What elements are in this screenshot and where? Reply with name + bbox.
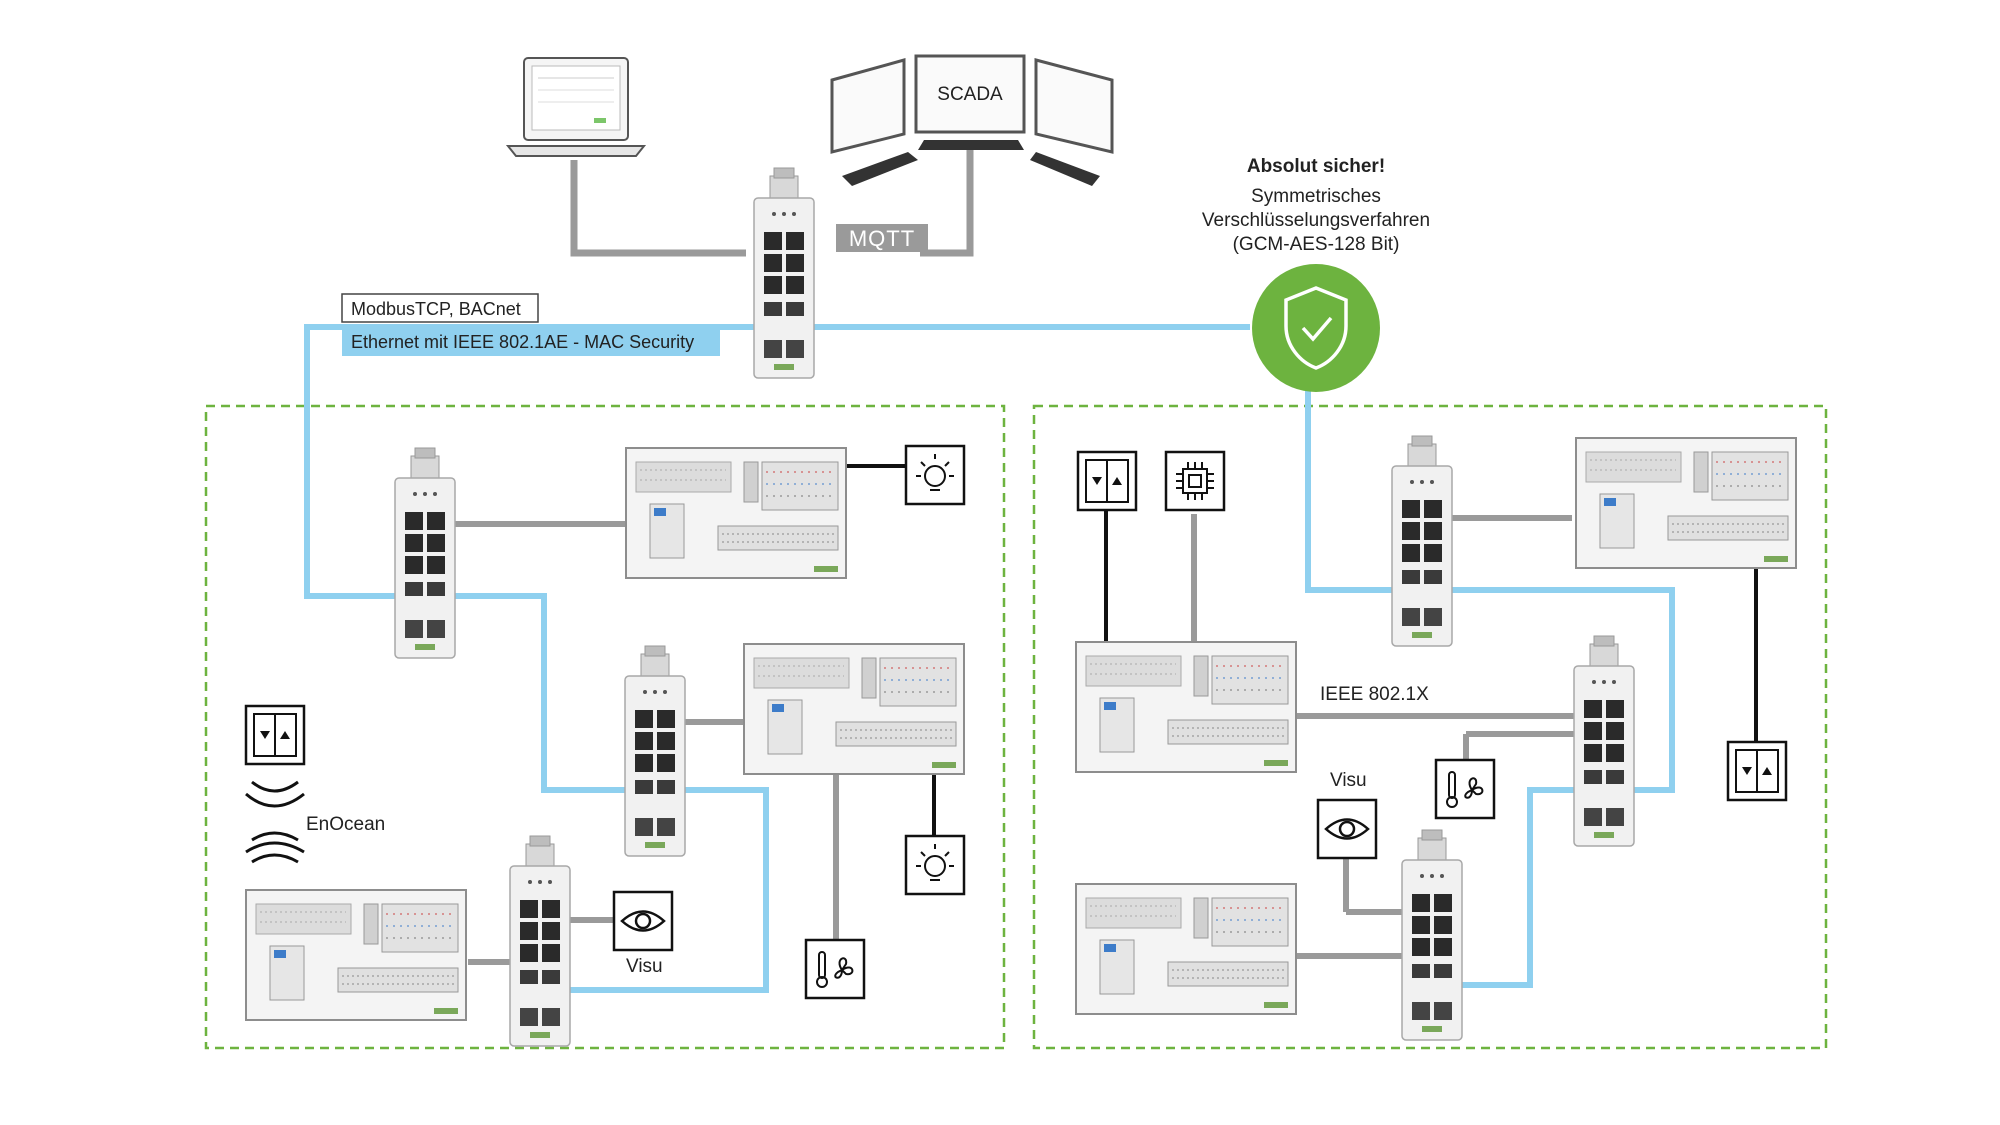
chip-icon bbox=[1164, 450, 1226, 512]
switch-left-1 bbox=[394, 447, 456, 659]
zone-right bbox=[1032, 404, 1828, 1050]
controller-cabinet-2 bbox=[743, 643, 965, 775]
switch-right-1 bbox=[1391, 435, 1453, 647]
security-line-1: Symmetrisches bbox=[1251, 186, 1381, 207]
ethernet-label: Ethernet mit IEEE 802.1AE - MAC Security bbox=[351, 332, 694, 352]
switch-left-2 bbox=[624, 645, 686, 857]
switch-right-2 bbox=[1573, 635, 1635, 847]
scada-workstation: SCADA bbox=[830, 54, 1114, 186]
eye-icon bbox=[1316, 798, 1378, 860]
security-title: Absolut sicher! bbox=[1247, 156, 1385, 177]
ieee-8021x-label: IEEE 802.1X bbox=[1320, 684, 1429, 705]
eye-icon bbox=[612, 890, 674, 952]
core-switch bbox=[753, 167, 815, 379]
controller-cabinet-4 bbox=[1575, 437, 1797, 569]
security-line-3: (GCM-AES-128 Bit) bbox=[1233, 234, 1400, 255]
blind-switch-icon bbox=[244, 704, 306, 766]
laptop bbox=[505, 57, 647, 157]
control-links bbox=[842, 464, 1758, 836]
enocean-label: EnOcean bbox=[306, 814, 385, 835]
temperature-fan-icon bbox=[804, 938, 866, 1000]
switch-left-3 bbox=[509, 835, 571, 1047]
security-line-2: Verschlüsselungsverfahren bbox=[1202, 210, 1430, 231]
wireless-waves-icon bbox=[245, 780, 305, 864]
controller-cabinet-6 bbox=[1075, 883, 1297, 1015]
shield-circle bbox=[1252, 264, 1380, 392]
light-bulb-icon bbox=[904, 834, 966, 896]
switch-right-3 bbox=[1401, 829, 1463, 1041]
ethernet-band bbox=[342, 326, 720, 356]
visu-left-label: Visu bbox=[626, 956, 663, 977]
protocols-label: ModbusTCP, BACnet bbox=[351, 299, 521, 319]
temperature-fan-icon bbox=[1434, 758, 1496, 820]
blind-switch-icon bbox=[1726, 740, 1788, 802]
scada-label: SCADA bbox=[937, 84, 1003, 105]
mqtt-label: MQTT bbox=[849, 226, 915, 251]
zone-left bbox=[204, 404, 1006, 1050]
mqtt-links bbox=[570, 150, 974, 257]
controller-cabinet-1 bbox=[625, 447, 847, 579]
visu-right-label: Visu bbox=[1330, 770, 1367, 791]
light-bulb-icon bbox=[904, 444, 966, 506]
security-badge bbox=[1252, 264, 1380, 392]
shield-check-icon bbox=[1284, 286, 1348, 370]
controller-cabinet-5 bbox=[1075, 641, 1297, 773]
blind-switch-icon bbox=[1076, 450, 1138, 512]
controller-cabinet-3 bbox=[245, 889, 467, 1021]
mqtt-badge bbox=[836, 224, 928, 252]
protocols-box bbox=[341, 293, 539, 323]
